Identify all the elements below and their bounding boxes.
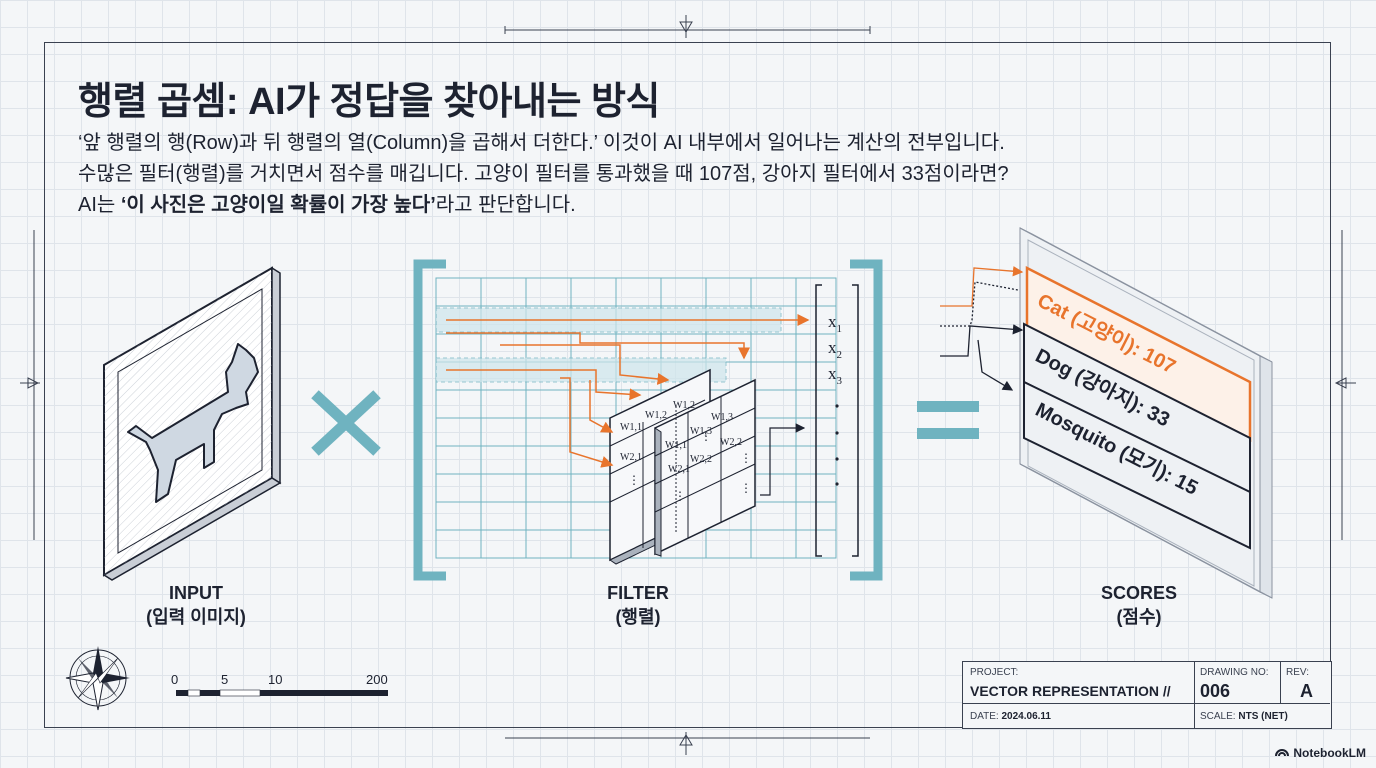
weight-label: W1,1 xyxy=(665,440,687,451)
line3-suffix: 라고 판단합니다. xyxy=(435,194,576,216)
project-value: VECTOR REPRESENTATION // xyxy=(970,683,1171,699)
compass-icon xyxy=(65,646,130,711)
svg-text:⋮: ⋮ xyxy=(740,451,752,465)
input-title: INPUT xyxy=(169,583,223,603)
filter-title: FILTER xyxy=(607,583,669,603)
line3-prefix: AI는 xyxy=(78,194,121,216)
cat-silhouette-icon xyxy=(127,343,259,503)
drawing-no-cell: DRAWING NO: 006 xyxy=(1195,662,1281,704)
weight-label: W1,3 xyxy=(690,426,712,437)
weight-label: W1,2 xyxy=(645,410,667,421)
weight-label: W2,1 xyxy=(620,452,642,463)
date-label: DATE: xyxy=(970,711,999,722)
weight-label: W1,1 xyxy=(620,422,642,433)
rev-label: REV: xyxy=(1286,667,1309,678)
project-cell: PROJECT: VECTOR REPRESENTATION // xyxy=(963,662,1195,704)
brand-name: NotebookLM xyxy=(1293,746,1366,760)
description-line-2: 수많은 필터(행렬)를 거치면서 점수를 매깁니다. 고양이 필터를 통과했을 … xyxy=(78,163,1009,185)
input-subtitle: (입력 이미지) xyxy=(146,607,246,627)
scale-label: SCALE: xyxy=(1200,711,1236,722)
svg-text:⋮: ⋮ xyxy=(700,429,712,443)
weight-label: W2,2 xyxy=(720,437,742,448)
project-label: PROJECT: xyxy=(970,667,1019,678)
scale-tick-label: 5 xyxy=(221,672,229,687)
date-value: 2024.06.11 xyxy=(1001,711,1052,722)
weight-block-front xyxy=(609,378,756,557)
equals-icon xyxy=(917,401,979,439)
rev-value: A xyxy=(1300,681,1313,701)
page-title: 행렬 곱셈: AI가 정답을 찾아내는 방식 xyxy=(78,81,660,123)
date-cell: DATE: 2024.06.11 xyxy=(963,704,1195,728)
scores-label: SCORES (점수) xyxy=(1039,581,1239,629)
multiply-icon xyxy=(311,390,381,456)
notebook-logo-icon xyxy=(1275,746,1290,760)
scores-subtitle: (점수) xyxy=(1116,607,1162,627)
scale-tick-label: 10 xyxy=(268,672,283,687)
filter-label: FILTER (행렬) xyxy=(538,581,738,629)
line3-bold: ‘이 사진은 고양이일 확률이 가장 높다’ xyxy=(120,194,436,216)
weight-label: W2,1 xyxy=(668,464,690,475)
vector-x3: x3 xyxy=(828,364,843,387)
scale-tick-label: 200 xyxy=(366,672,388,687)
vector-x1: x1 xyxy=(828,312,842,335)
weight-label: W1,2 xyxy=(673,400,695,411)
input-label: INPUT (입력 이미지) xyxy=(96,581,296,629)
rev-cell: REV: A xyxy=(1281,662,1330,704)
description-line-3: AI는 ‘이 사진은 고양이일 확률이 가장 높다’라고 판단합니다. xyxy=(78,188,576,217)
scale-value: NTS (NET) xyxy=(1238,711,1288,722)
brand-badge: NotebookLM xyxy=(1275,746,1366,760)
scores-title: SCORES xyxy=(1100,583,1178,603)
description-line-1: ‘앞 행렬의 행(Row)과 뒤 행렬의 열(Column)을 곱해서 더한다.… xyxy=(78,132,1005,154)
input-image-panel xyxy=(102,266,282,581)
drawing-no-value: 006 xyxy=(1200,681,1231,701)
drawing-no-label: DRAWING NO: xyxy=(1200,667,1269,678)
scale-bar xyxy=(176,689,388,697)
filter-matrix: W1,2 W1,2 W1,3 W1,1 W1,1 W1,3 W2,2 W2,1 … xyxy=(413,259,883,581)
scores-panel: Cat (고양이): 107 Dog (강아지): 33 Mosquito (모… xyxy=(940,227,1273,599)
scale-tick-label: 0 xyxy=(171,672,179,687)
svg-text:⋮: ⋮ xyxy=(674,489,686,503)
drawing-frame xyxy=(44,42,1331,728)
svg-text:⋮: ⋮ xyxy=(628,473,640,487)
weight-label: W1,3 xyxy=(711,412,733,423)
weight-label: W2,2 xyxy=(690,454,712,465)
scale-cell: SCALE: NTS (NET) xyxy=(1195,704,1330,728)
svg-text:⋮: ⋮ xyxy=(740,481,752,495)
title-block: PROJECT: VECTOR REPRESENTATION // DRAWIN… xyxy=(962,661,1332,729)
vector-x2: x2 xyxy=(828,338,842,361)
filter-subtitle: (행렬) xyxy=(615,607,661,627)
